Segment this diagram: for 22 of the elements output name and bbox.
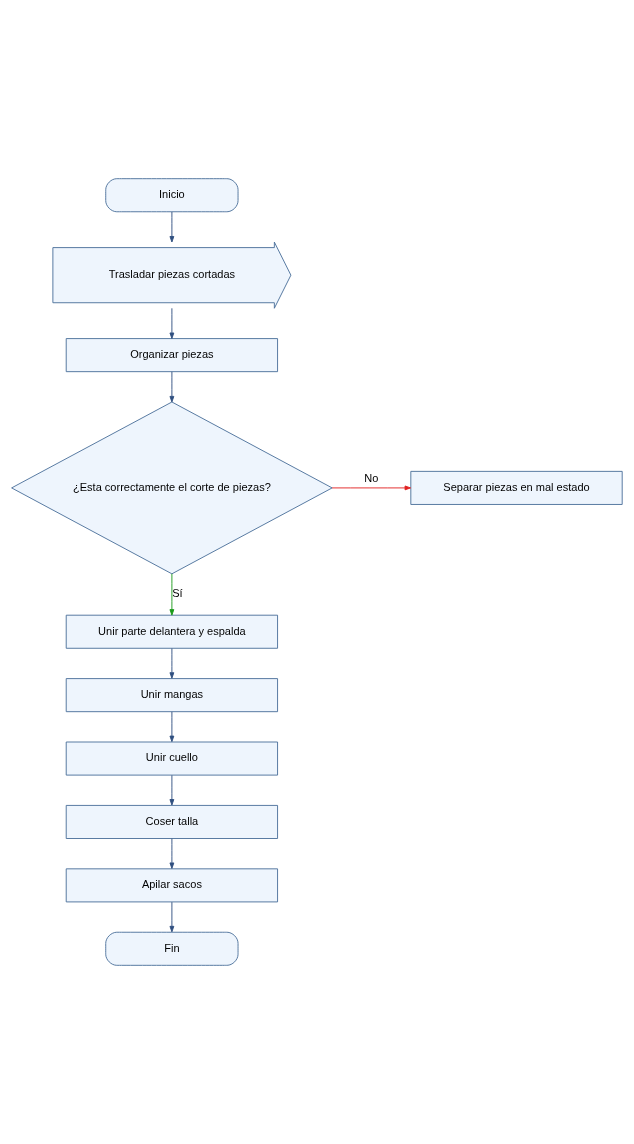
node-box: Apilar sacos xyxy=(65,868,279,903)
arrow xyxy=(169,838,175,869)
arrow xyxy=(169,307,175,339)
node-box: Organizar piezas xyxy=(65,338,279,373)
node-box: Separar piezas en mal estado xyxy=(410,470,623,505)
node-box: Coser talla xyxy=(65,804,279,839)
edge-label: No xyxy=(364,472,379,485)
arrow xyxy=(169,901,175,933)
arrow xyxy=(169,711,175,743)
node-box: Fin xyxy=(105,931,239,966)
arrow xyxy=(169,573,175,616)
edge-label: Sí xyxy=(172,587,183,600)
node-box: Unir parte delantera y espalda xyxy=(65,614,279,649)
node-diamond: ¿Esta correctamente el corte de piezas? xyxy=(11,401,333,575)
arrow xyxy=(169,371,175,403)
node-box: Inicio xyxy=(105,178,239,213)
node-box: Unir cuello xyxy=(65,741,279,776)
arrow xyxy=(169,211,175,243)
node-box: Unir mangas xyxy=(65,678,279,713)
arrow xyxy=(331,485,412,491)
arrow xyxy=(169,648,175,679)
arrow xyxy=(169,774,175,806)
